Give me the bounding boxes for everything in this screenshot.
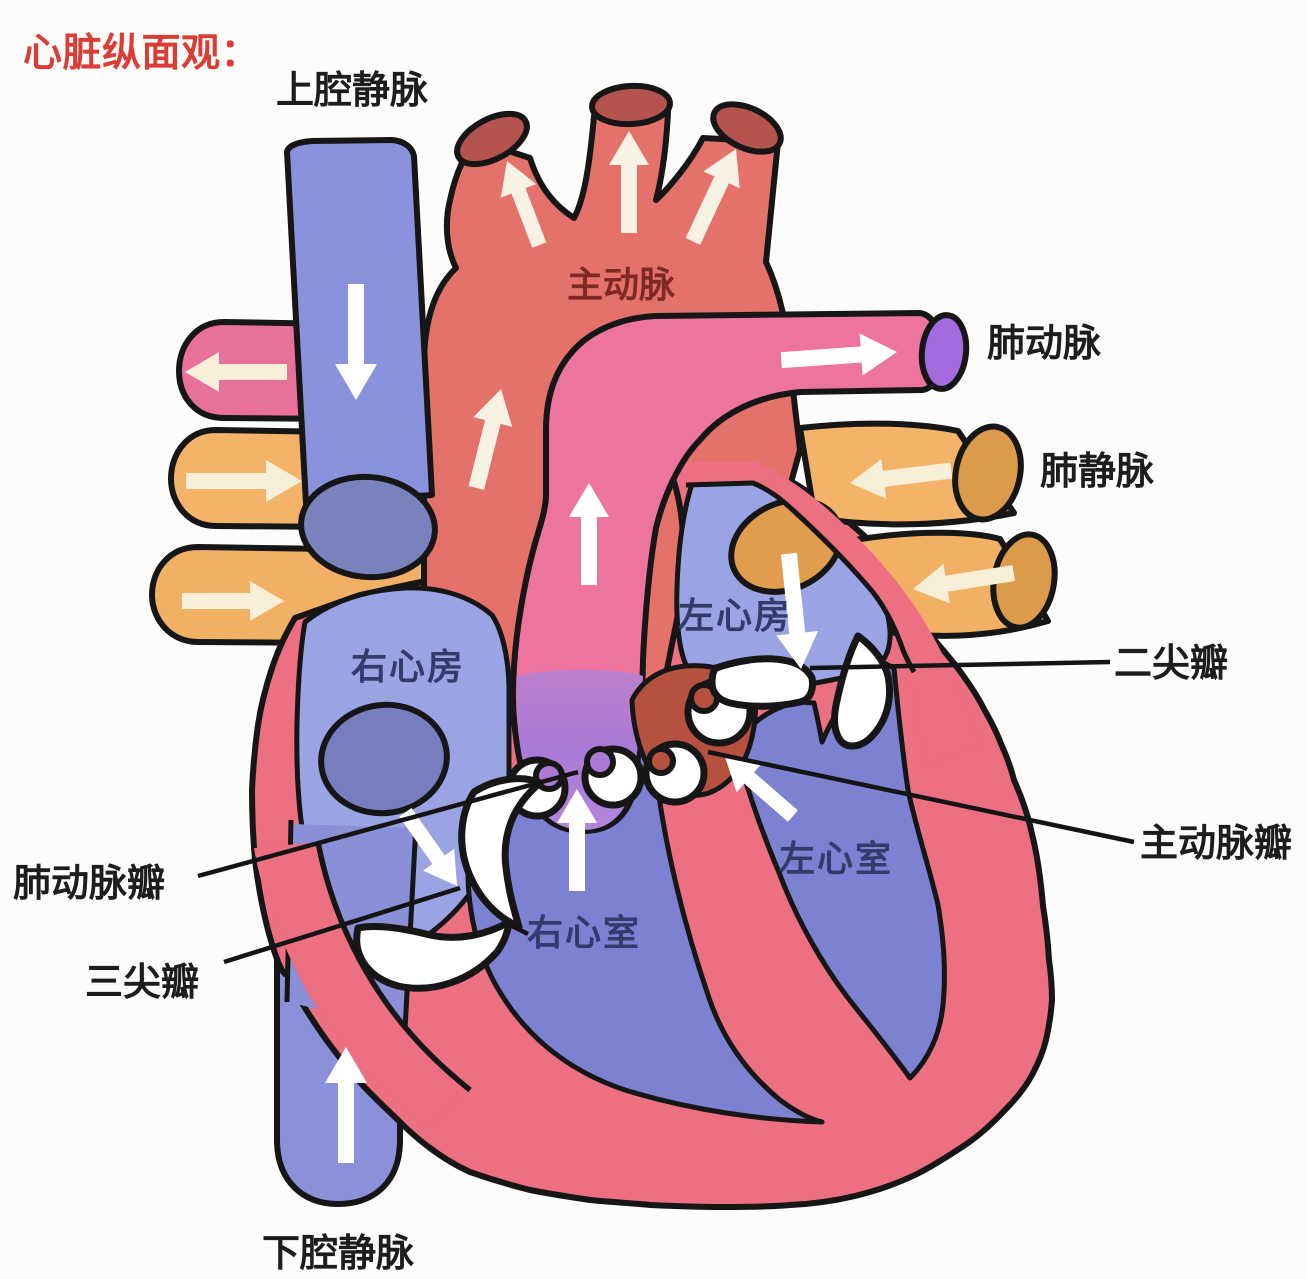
svg-text:心脏纵面观：: 心脏纵面观： — [23, 32, 260, 75]
svg-text:三尖瓣: 三尖瓣 — [85, 962, 199, 1004]
svg-text:左心房: 左心房 — [678, 595, 792, 636]
svg-text:二尖瓣: 二尖瓣 — [1114, 643, 1228, 685]
svg-text:肺动脉: 肺动脉 — [987, 323, 1102, 365]
svg-text:下腔静脉: 下腔静脉 — [262, 1233, 415, 1275]
svg-text:主动脉: 主动脉 — [567, 264, 676, 305]
svg-text:主动脉瓣: 主动脉瓣 — [1140, 823, 1292, 865]
svg-text:右心室: 右心室 — [527, 912, 641, 953]
svg-text:左心室: 左心室 — [779, 838, 893, 879]
svg-text:右心房: 右心房 — [351, 646, 465, 687]
svg-text:上腔静脉: 上腔静脉 — [276, 70, 429, 112]
svg-text:肺动脉瓣: 肺动脉瓣 — [13, 863, 165, 905]
svg-text:肺静脉: 肺静脉 — [1040, 451, 1155, 493]
